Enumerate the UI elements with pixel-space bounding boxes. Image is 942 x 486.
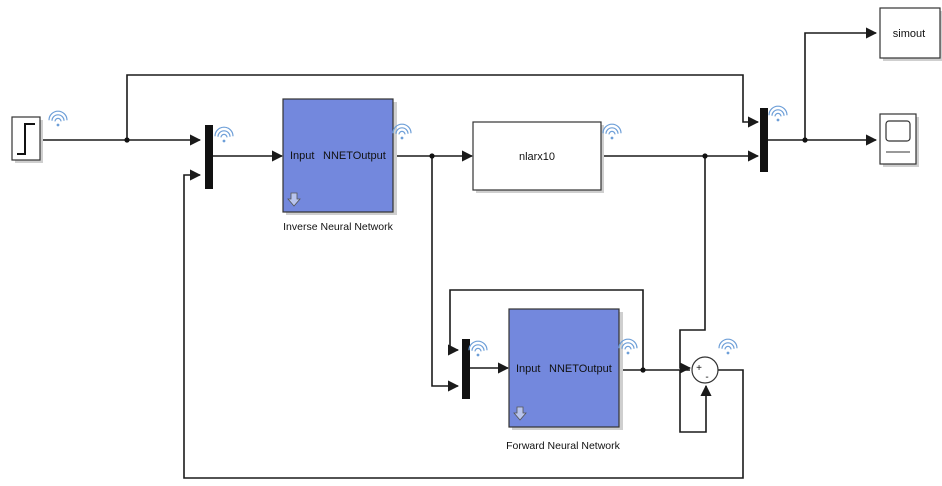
scope-icon (885, 120, 911, 142)
down-arrow-icon (513, 406, 527, 421)
step-source-icon (17, 123, 35, 155)
step-source-block[interactable] (11, 116, 43, 163)
signal-logging-icon[interactable] (618, 338, 638, 355)
wire-mux3-to-simout[interactable] (804, 27, 878, 140)
wire-plant-to-sum[interactable] (679, 156, 706, 374)
inverse-neural-network-block[interactable]: Input NNETOutput (282, 98, 397, 215)
plant-label: nlarx10 (519, 151, 555, 163)
signal-logging-icon[interactable] (602, 123, 622, 140)
junction-dot (702, 153, 708, 159)
sum-plus-sign: + (696, 363, 702, 374)
signal-logging-icon[interactable] (718, 338, 738, 355)
sum-block[interactable]: + - (691, 356, 719, 384)
sum-minus-sign: - (705, 372, 708, 383)
wire-forward-nn-to-sum-minus[interactable] (447, 289, 644, 370)
wire-step-to-output-mux[interactable] (126, 74, 760, 140)
inverse-nn-input-port: Input (290, 150, 314, 162)
junction-dot (640, 367, 646, 373)
junction-dot (802, 137, 808, 143)
plant-block[interactable]: nlarx10 (472, 121, 604, 193)
wire-sum-feedback-loop[interactable] (679, 370, 712, 433)
inverse-nn-output-port: NNETOutput (323, 150, 386, 162)
junction-dot (429, 153, 435, 159)
forward-nn-output-port: NNETOutput (549, 363, 612, 375)
mux-block-forward[interactable] (462, 339, 470, 399)
mux-block-input[interactable] (205, 125, 213, 189)
forward-nn-caption: Forward Neural Network (506, 440, 621, 452)
signal-logging-icon[interactable] (214, 126, 234, 143)
scope-block[interactable] (879, 113, 919, 167)
wire-control-to-mux2[interactable] (431, 156, 460, 392)
junction-dot (124, 137, 130, 143)
signal-logging-icon[interactable] (768, 105, 788, 122)
signal-logging-icon[interactable] (392, 123, 412, 140)
to-workspace-label: simout (893, 28, 925, 40)
forward-neural-network-block[interactable]: Input NNETOutput (508, 308, 623, 430)
signal-logging-icon[interactable] (468, 340, 488, 357)
inverse-nn-caption: Inverse Neural Network (283, 221, 393, 233)
wire-error-feedback[interactable] (183, 169, 744, 479)
down-arrow-icon (287, 192, 301, 207)
to-workspace-block[interactable]: simout (879, 7, 942, 61)
mux-block-output[interactable] (760, 108, 768, 172)
signal-logging-icon[interactable] (48, 110, 68, 127)
forward-nn-input-port: Input (516, 363, 540, 375)
